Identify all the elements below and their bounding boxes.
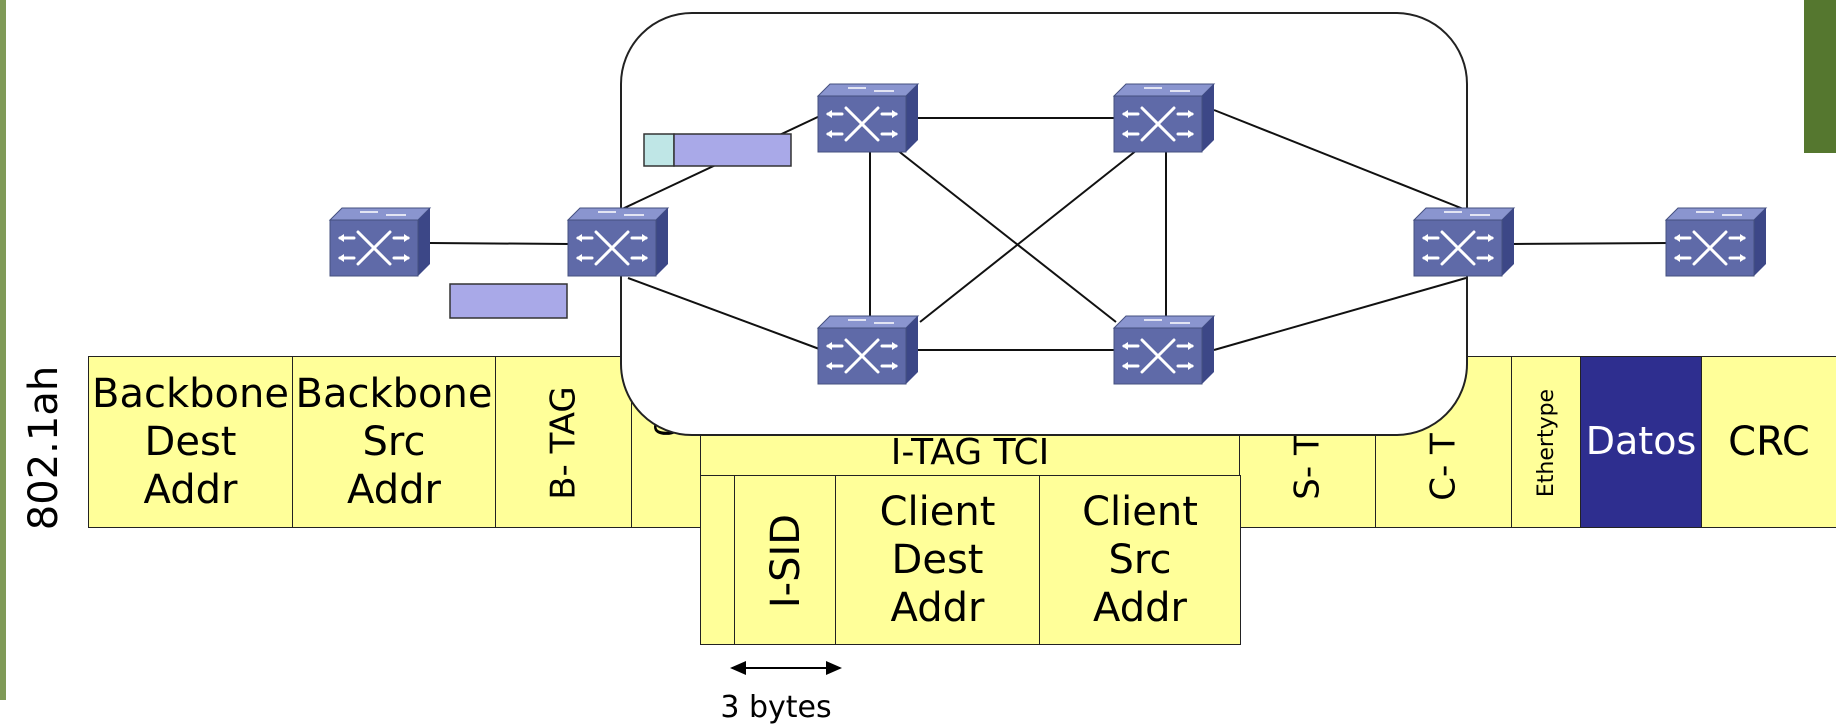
crc-field: CRC — [1701, 356, 1836, 528]
i-sid-field: I-SID — [734, 475, 836, 645]
ethernet-switch-icon — [816, 82, 920, 154]
ethernet-switch-icon — [328, 206, 432, 278]
backbone-dest-addr-field: Backbone Dest Addr — [88, 356, 293, 528]
ethernet-switch-icon — [816, 314, 920, 386]
client-packet — [449, 283, 568, 319]
encapsulated-packet-body — [673, 133, 792, 167]
slide-corner-tab — [1804, 0, 1836, 153]
ethernet-switch-icon — [566, 206, 670, 278]
client-dest-addr-field: Client Dest Addr — [835, 475, 1040, 645]
ethernet-switch-icon — [1112, 82, 1216, 154]
size-caption: 3 bytes — [720, 690, 832, 725]
datos-field: Datos — [1580, 356, 1702, 528]
ethernet-switch-icon — [1412, 206, 1516, 278]
backbone-src-addr-field: Backbone Src Addr — [292, 356, 496, 528]
ethernet-switch-icon — [1112, 314, 1216, 386]
ethernet-switch-icon — [1664, 206, 1768, 278]
left-accent-bar — [0, 0, 6, 700]
client-src-addr-field: Client Src Addr — [1039, 475, 1241, 645]
